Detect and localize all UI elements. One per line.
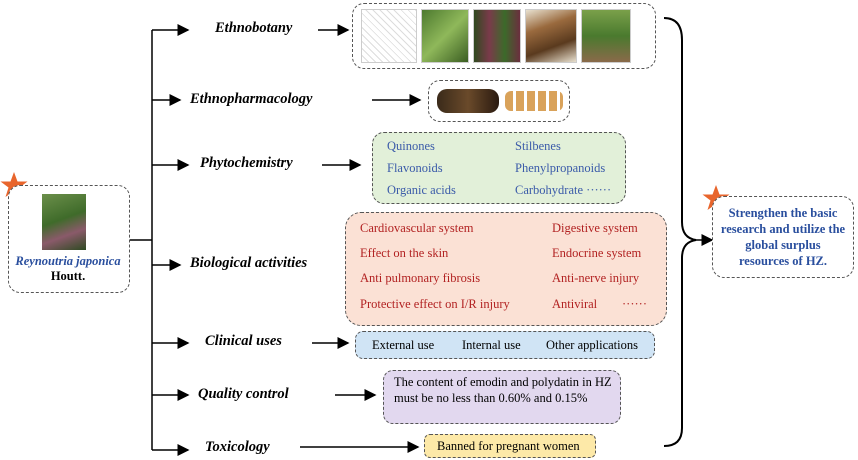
biological-activities-box: Cardiovascular system Digestive system E… [345,212,667,326]
category-phytochemistry: Phytochemistry [200,155,293,171]
clinical-item: External use [372,338,435,352]
phyto-item: Flavonoids [387,161,443,175]
phyto-item: Carbohydrate ······ [515,183,612,197]
bracket-icon [663,17,697,447]
conclusion-text: Strengthen the basic research and utiliz… [720,206,846,268]
category-ethnobotany: Ethnobotany [215,20,293,36]
plant-photo [421,9,469,63]
bio-item: Digestive system [552,221,638,235]
bio-item: Protective effect on I/R injury [360,297,510,311]
category-biological-activities: Biological activities [190,255,308,271]
plant-photo [525,9,577,63]
conclusion-box: Strengthen the basic research and utiliz… [712,196,854,278]
plant-photo [42,194,86,250]
quality-control-text: The content of emodin and polydatin in H… [394,375,612,405]
phyto-item: Phenylpropanoids [515,161,606,175]
root-photo [437,89,499,113]
clinical-item: Other applications [546,338,638,352]
bio-item: Effect on the skin [360,246,449,260]
phytochemistry-box: Quinones Stilbenes Flavonoids Phenylprop… [372,132,626,204]
star-icon [0,172,28,197]
botanical-drawing [361,9,417,63]
bio-item: Antiviral [552,297,598,311]
bio-item: ······ [622,297,647,311]
category-ethnopharmacology: Ethnopharmacology [190,91,313,107]
category-toxicology: Toxicology [205,439,270,455]
slices-photo [505,91,563,111]
plant-photo [581,9,631,63]
clinical-uses-box: External use Internal use Other applicat… [355,331,655,359]
plant-name-italic: Reynoutria japonica [15,254,121,268]
ethnobotany-box [352,3,656,69]
quality-control-box: The content of emodin and polydatin in H… [383,370,621,424]
bio-item: Anti-nerve injury [552,271,640,285]
plant-photo [473,9,521,63]
clinical-item: Internal use [462,338,521,352]
phyto-item: Quinones [387,139,435,153]
toxicology-text: Banned for pregnant women [437,439,580,453]
plant-name-author: Houtt. [50,269,86,283]
toxicology-box: Banned for pregnant women [424,434,596,458]
plant-box: Reynoutria japonica Houtt. [8,185,130,293]
bio-item: Anti pulmonary fibrosis [360,271,481,285]
phyto-item: Organic acids [387,183,456,197]
plant-name: Reynoutria japonica Houtt. [9,254,127,284]
phyto-item: Stilbenes [515,139,561,153]
ethnopharmacology-box [428,80,570,122]
category-quality-control: Quality control [198,386,289,402]
bio-item: Endocrine system [552,246,642,260]
bio-item: Cardiovascular system [360,221,474,235]
category-clinical-uses: Clinical uses [205,333,282,349]
